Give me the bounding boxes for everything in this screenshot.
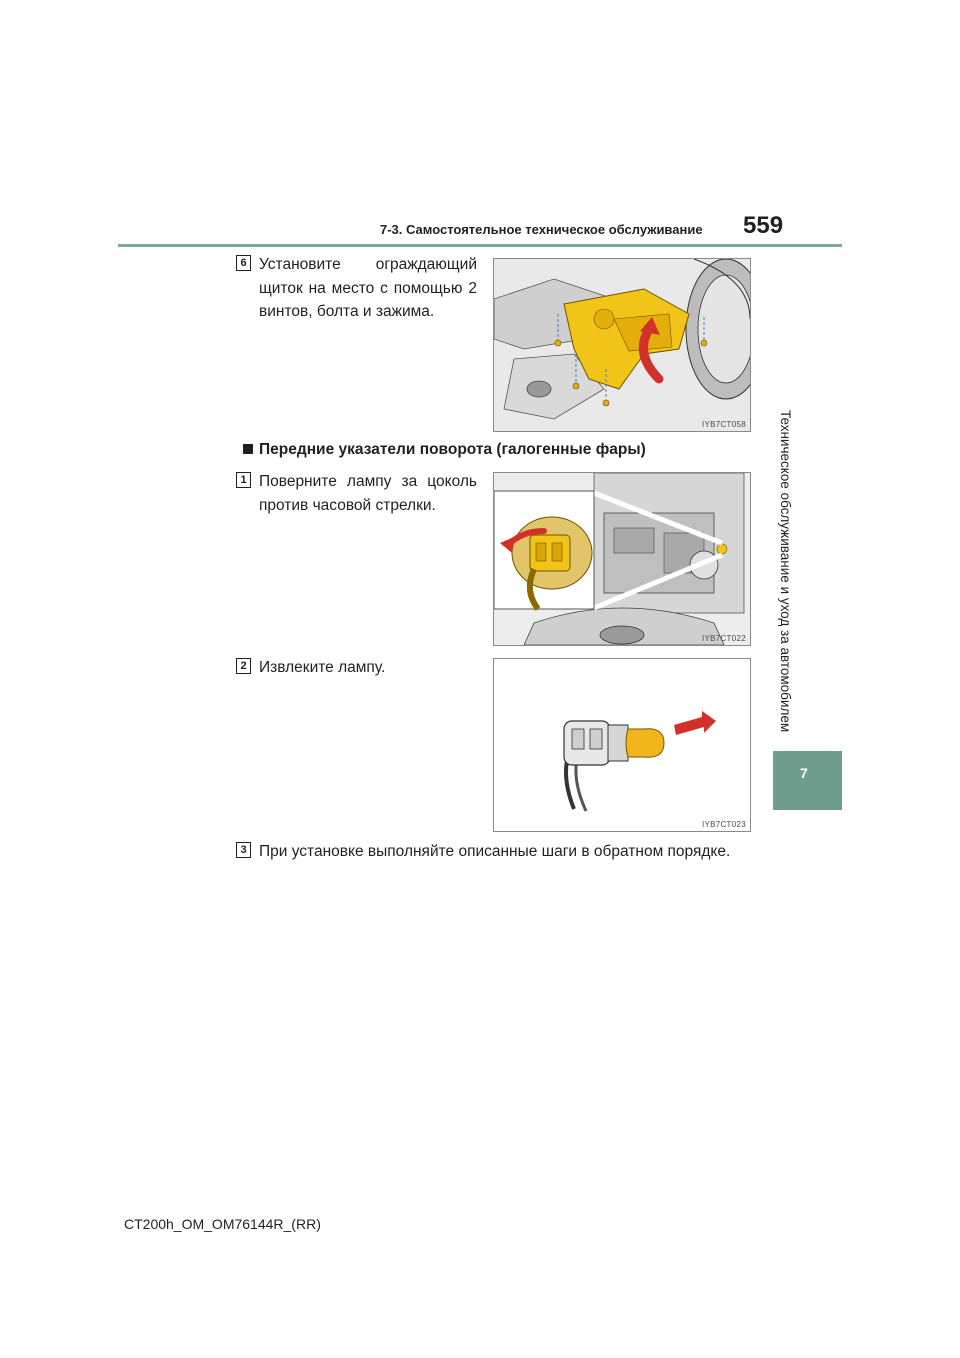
engine-shield-illustration (494, 259, 750, 431)
step-text: Поверните лампу за цоколь против часовой… (259, 473, 477, 514)
step-number: 3 (236, 842, 251, 858)
step-number: 2 (236, 658, 251, 674)
heading-text: Передние указатели поворота (галогенные … (259, 441, 646, 458)
page-number: 559 (743, 212, 784, 239)
headlight-bulb-figure: IYB7CT022 (493, 472, 751, 646)
chapter-tab: 7 (773, 751, 842, 810)
step-number: 1 (236, 472, 251, 488)
step-text: При установке выполняйте описанные шаги … (259, 843, 731, 860)
header-divider (118, 244, 842, 247)
bulb-removal-figure: IYB7CT023 (493, 658, 751, 832)
engine-shield-figure: IYB7CT058 (493, 258, 751, 432)
step-text: Извлеките лампу. (259, 659, 386, 676)
section-title: 7-3. Самостоятельное техническое обслужи… (380, 222, 703, 237)
step-text: Установите ограждающий щиток на место с … (259, 256, 477, 320)
turn-bulb-rotate-illustration (494, 473, 750, 645)
figure-code: IYB7CT023 (701, 820, 746, 829)
figure-code: IYB7CT058 (701, 420, 746, 429)
section-heading: Передние указатели поворота (галогенные … (243, 441, 646, 459)
figure-code: IYB7CT022 (701, 634, 746, 643)
square-bullet-icon (243, 444, 253, 454)
chapter-number: 7 (800, 765, 808, 781)
chapter-side-label: Техническое обслуживание и уход за автом… (778, 410, 793, 733)
bulb-removal-illustration (494, 659, 750, 831)
step-number: 6 (236, 255, 251, 271)
document-footer: CT200h_OM_OM76144R_(RR) (124, 1216, 321, 1232)
